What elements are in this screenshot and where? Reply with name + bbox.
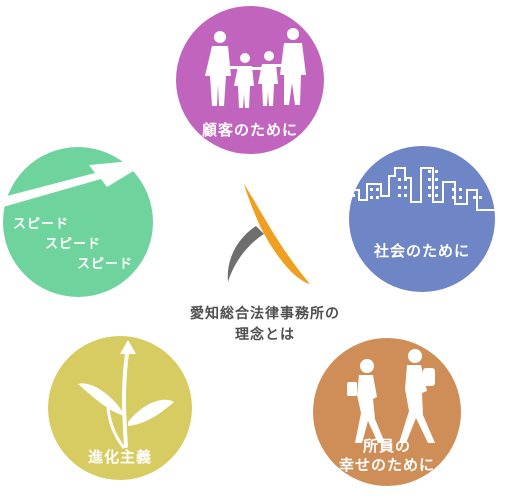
society-circle: 社会のために — [349, 146, 495, 292]
center-title-line2: 理念とは — [235, 327, 295, 343]
cityscape-icon — [349, 167, 495, 211]
evolution-circle: 進化主義 — [48, 336, 192, 480]
evolution-label: 進化主義 — [87, 448, 152, 466]
speed-label-line3: スピード — [77, 257, 134, 272]
center-title: 愛知総合法律事務所の 理念とは — [160, 304, 370, 346]
center-title-line1: 愛知総合法律事務所の — [190, 306, 340, 322]
staff-circle: 所員の 幸せのために — [313, 338, 461, 486]
sprout-icon — [78, 340, 174, 449]
speed-arrow-icon — [3, 159, 153, 207]
customer-label: 顧客のために — [201, 121, 298, 139]
staff-label-line2: 幸せのために — [338, 456, 435, 474]
speed-circle: スピード スピード スピード — [3, 147, 153, 297]
society-label: 社会のために — [373, 242, 470, 260]
firm-logo-mark — [227, 184, 310, 284]
staff-label-line1: 所員の — [362, 437, 411, 455]
customer-circle: 顧客のために — [176, 6, 324, 154]
speed-label-line2: スピード — [45, 237, 102, 252]
family-silhouette-icon — [205, 28, 306, 108]
walking-people-icon — [347, 349, 435, 443]
speed-label-line1: スピード — [13, 217, 70, 232]
